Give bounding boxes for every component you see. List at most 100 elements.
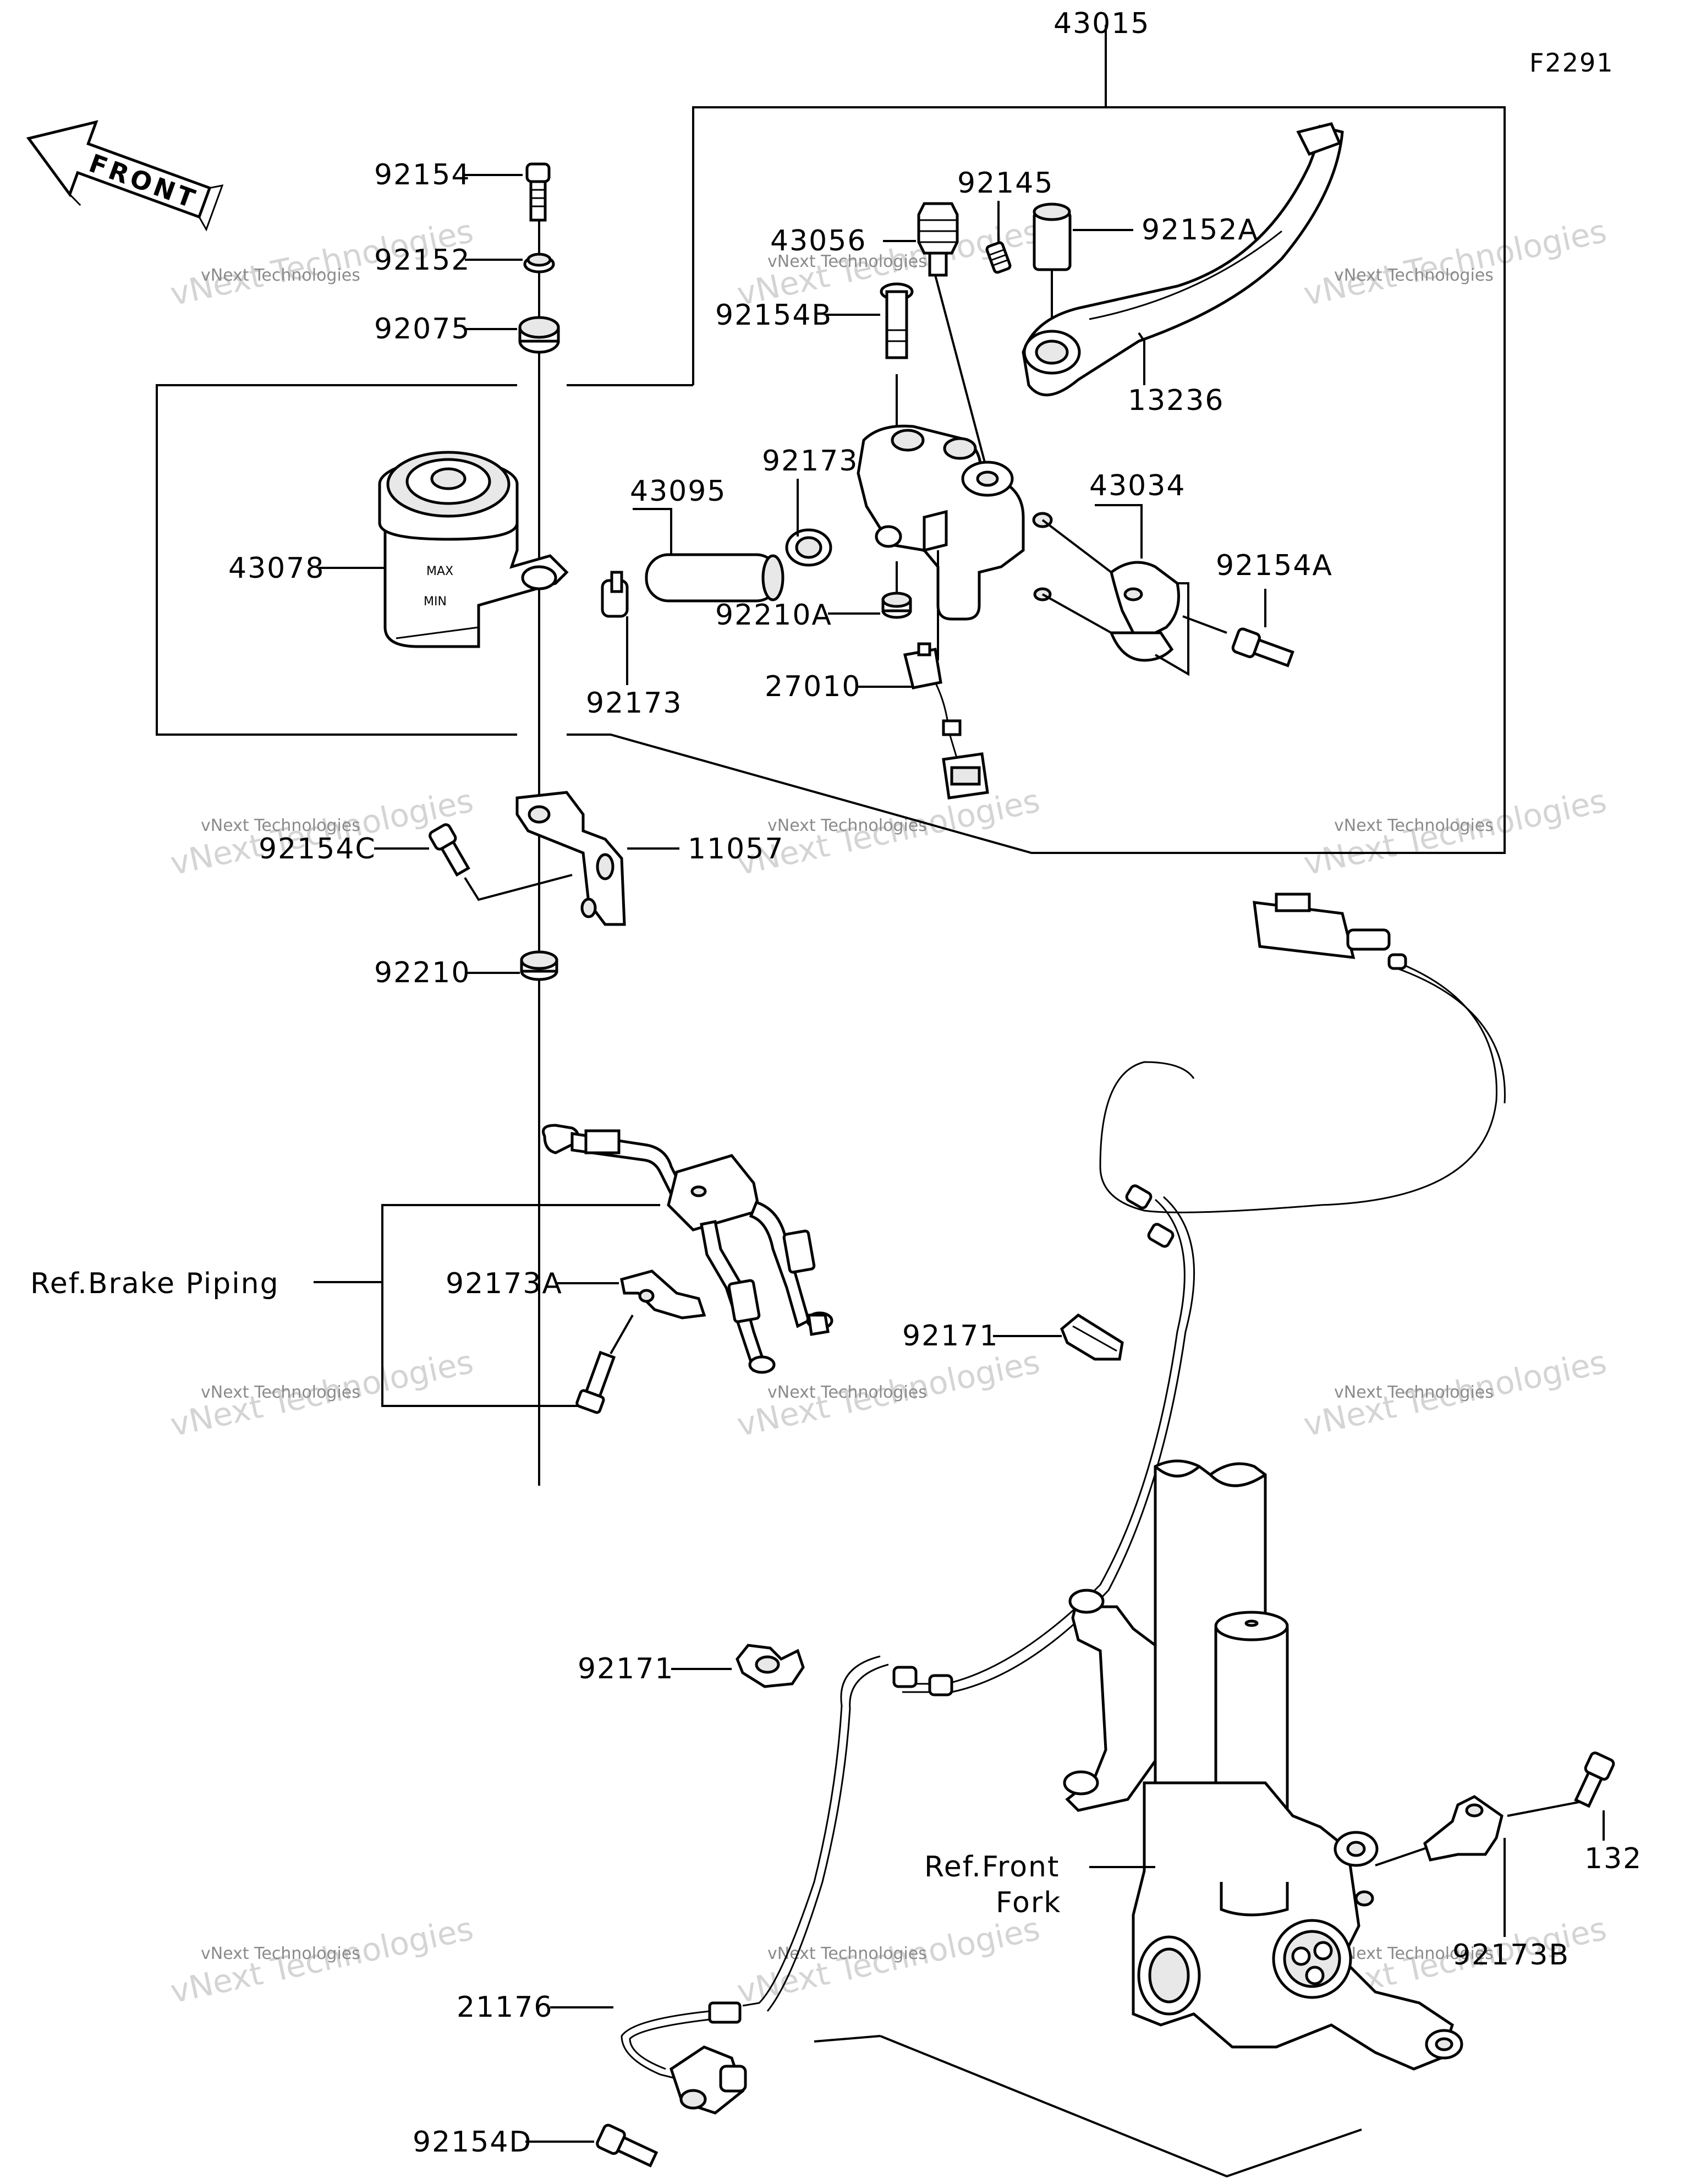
bolt-92154C	[429, 823, 573, 901]
part-label-92171-a: 92171	[902, 1320, 998, 1353]
nut-92210A	[881, 592, 912, 619]
part-label-92152A: 92152A	[1142, 214, 1259, 247]
part-label-group-92154: 92154	[374, 158, 551, 222]
part-label-group-92152: 92152	[374, 244, 555, 277]
svg-text:MIN: MIN	[424, 595, 447, 609]
part-label-43034: 43034	[1089, 469, 1186, 502]
part-label-group-92154D: 92154D	[413, 2126, 594, 2159]
svg-text:vNext Technologies: vNext Technologies	[767, 1383, 927, 1402]
part-label-group-92152A: 92152A	[1073, 214, 1259, 247]
part-label-92173B: 92173B	[1452, 1939, 1570, 1972]
part-label-132: 132	[1584, 1842, 1642, 1875]
part-label-92173-bottom: 92173	[586, 687, 682, 720]
part-label-92171-b: 92171	[578, 1652, 674, 1685]
part-label-group-92154B: 92154B	[715, 299, 880, 332]
hose-clamp-92173-lower	[601, 571, 629, 618]
watermark: vNext Technologies vNext Technologies	[734, 1910, 1043, 2011]
ref-label-brake-piping: Ref.Brake Piping	[30, 1267, 279, 1300]
bolt-92154D	[596, 2123, 659, 2167]
bolt-92154A	[1231, 627, 1294, 667]
grommet-92075-icon	[518, 316, 560, 354]
part-label-92173-top: 92173	[762, 445, 858, 478]
watermark: vNext Technologies vNext Technologies	[1301, 782, 1610, 883]
part-label-92075: 92075	[374, 313, 470, 346]
assembly-outline-43015	[156, 25, 1506, 854]
svg-text:vNext Technologies: vNext Technologies	[767, 252, 927, 271]
diagram-code: F2291	[1529, 48, 1614, 78]
svg-text:vNext Technologies: vNext Technologies	[1334, 1383, 1494, 1402]
brake-piping-ref: Ref.Brake Piping	[30, 1124, 833, 1407]
part-label-group-21176: 21176	[457, 1991, 881, 2043]
banjo-bolt-43056	[917, 202, 959, 277]
part-label-group-43034: 43034	[1089, 469, 1189, 676]
watermark: vNext Technologies vNext Technologies	[1301, 212, 1610, 313]
part-label-group-92154C: 92154C	[259, 833, 429, 866]
part-label-group-43056: 43056	[770, 225, 986, 463]
sensor-cable	[621, 959, 1506, 2081]
part-label-13236: 13236	[1128, 384, 1224, 417]
part-label-group-92075: 92075	[374, 313, 560, 354]
part-label-92210: 92210	[374, 956, 470, 989]
ref-label-group-front-fork: Ref.Front Fork	[924, 1851, 1155, 1919]
svg-text:vNext Technologies: vNext Technologies	[1334, 816, 1494, 835]
svg-text:FRONT: FRONT	[85, 148, 202, 215]
part-label-group-92145: 92145	[957, 167, 1052, 242]
svg-text:vNext Technologies: vNext Technologies	[767, 1944, 927, 1963]
svg-text:vNext Technologies: vNext Technologies	[201, 1383, 360, 1402]
pivot-bolt-92154B	[880, 282, 914, 359]
part-label-92210A: 92210A	[715, 599, 832, 632]
part-label-group-92173A: 92173A	[446, 1267, 619, 1300]
part-label-group-43078: 43078	[228, 552, 385, 585]
watermark: vNext Technologies vNext Technologies	[167, 1343, 476, 1444]
part-label-group-27010: 27010	[765, 670, 913, 703]
watermark: vNext Technologies vNext Technologies	[167, 1910, 476, 2011]
ref-label-front-fork-line1: Ref.Front	[924, 1851, 1060, 1884]
bracket-11057	[515, 791, 626, 926]
front-fork-ref	[880, 1459, 1480, 2178]
screw-92154-icon	[525, 162, 551, 222]
part-label-43056: 43056	[770, 225, 866, 258]
svg-text:vNext Technologies: vNext Technologies	[1301, 212, 1610, 313]
part-label-92152: 92152	[374, 244, 470, 277]
master-cylinder-body	[857, 424, 1053, 621]
watermark: vNext Technologies vNext Technologies	[734, 1343, 1043, 1444]
part-label-43015: 43015	[1053, 7, 1150, 40]
part-label-92154: 92154	[374, 158, 470, 191]
clamp-92173A	[620, 1269, 706, 1320]
part-label-group-92210: 92210	[374, 956, 520, 989]
part-label-group-92210A: 92210A	[715, 599, 880, 632]
svg-text:vNext Technologies: vNext Technologies	[201, 816, 360, 835]
bolt-brake-piping	[575, 1315, 634, 1414]
svg-text:vNext Technologies: vNext Technologies	[1334, 1944, 1494, 1963]
hose-clamp-92173-upper	[785, 528, 832, 567]
part-label-92173A: 92173A	[446, 1267, 563, 1300]
washer-92152-icon	[523, 253, 555, 273]
svg-text:vNext Technologies: vNext Technologies	[201, 1944, 360, 1963]
svg-text:MAX: MAX	[426, 565, 453, 578]
spring-92145	[985, 241, 1012, 274]
watermark: vNext Technologies vNext Technologies	[1301, 1343, 1610, 1444]
clip-92171-lower	[736, 1644, 805, 1688]
brake-switch-27010	[903, 550, 989, 800]
part-label-group-92173-bottom: 92173	[586, 616, 682, 720]
part-label-group-92173B: 92173B	[1452, 1838, 1570, 1972]
part-label-group-92154A: 92154A	[1216, 549, 1332, 627]
brake-lever-13236	[1022, 122, 1344, 397]
grommet-sensor-upper	[1125, 1184, 1175, 1248]
clip-92171-upper	[1060, 1313, 1124, 1361]
part-label-group-132: 132	[1584, 1810, 1642, 1875]
bolt-132	[1507, 1751, 1615, 1817]
part-label-group-92173-top: 92173	[762, 445, 858, 537]
part-label-group-43095: 43095	[630, 475, 726, 556]
front-arrow-icon: FRONT	[26, 120, 224, 232]
part-label-92154C: 92154C	[259, 833, 376, 866]
grommet-sensor-lower	[892, 1666, 953, 1696]
sensor-connector-icon	[1253, 893, 1407, 970]
reservoir-43078: MAX MIN	[378, 451, 569, 648]
hose-43095	[645, 553, 784, 603]
svg-text:vNext Technologies: vNext Technologies	[767, 816, 927, 835]
part-label-43095: 43095	[630, 475, 726, 508]
ref-label-front-fork-line2: Fork	[996, 1886, 1061, 1919]
part-label-92154D: 92154D	[413, 2126, 532, 2159]
part-label-group-13236: 13236	[1128, 332, 1224, 417]
